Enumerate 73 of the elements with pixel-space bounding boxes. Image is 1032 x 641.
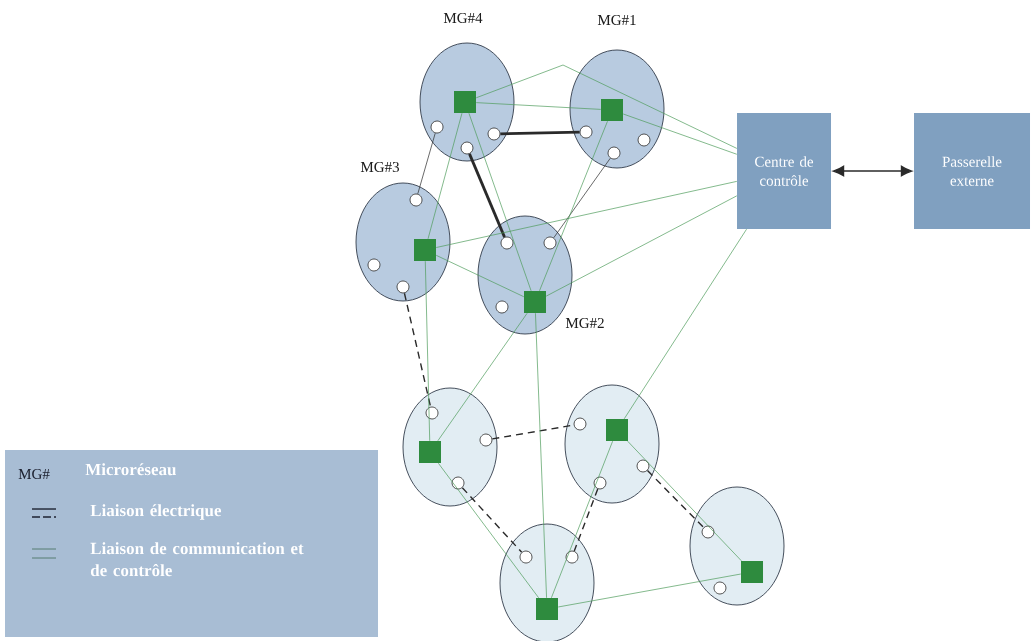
double-arrow [832,165,913,177]
legend-symbol: MG# [18,468,50,480]
connection-port [573,417,587,431]
connection-port [713,581,727,595]
connection-line [417,132,436,195]
microgrid-circle [355,182,451,302]
connection-port [565,550,579,564]
connection-port [593,476,607,490]
connection-line [622,113,738,155]
dashed-line [573,488,599,552]
connection-line [551,440,613,599]
connection-line [535,312,547,599]
connection-port [451,476,465,490]
connection-line [627,440,742,562]
connection-line [468,112,532,292]
connection-line [545,195,738,297]
dashed-line [646,469,705,529]
legend-text: Liaison électrique [90,504,222,520]
controller-square [606,419,628,441]
connection-port [701,525,715,539]
connection-line [468,153,506,238]
microgrid-circle [569,49,665,169]
connection-port [579,125,593,139]
microgrid-circle [402,387,498,507]
controller-square [536,598,558,620]
labeled-box: Passerelle externe [914,113,1030,229]
connection-line [435,254,525,298]
microgrid-circle [689,486,785,606]
connection-port [636,459,650,473]
legend-text: Microréseau [85,463,177,476]
connection-port [637,133,651,147]
controller-square [419,441,441,463]
connection-port [460,141,474,155]
connection-line [475,64,738,149]
controller-square [741,561,763,583]
connection-line [557,573,742,608]
connection-line [435,181,738,248]
dashed-line [461,487,523,553]
microgrid-label: MG#2 [565,317,604,329]
microgrid-label: MG#4 [443,12,483,24]
connection-port [430,120,444,134]
connection-line [553,157,611,239]
connection-line [623,228,747,420]
connection-port [425,406,439,420]
dashed-line [403,292,432,408]
connection-line [424,260,431,442]
controller-square [601,99,623,121]
microgrid-label: MG#1 [597,14,636,26]
connection-port [519,550,533,564]
connection-port [479,433,493,447]
microgrid-circle [499,523,595,641]
connection-port [409,193,423,207]
connection-line [437,312,528,442]
connection-port [396,280,410,294]
microgrid-circle [419,42,515,162]
controller-square [454,91,476,113]
connection-line [475,102,602,110]
labeled-box: Centre de contrôle [737,113,831,229]
controller-square [414,239,436,261]
connection-line [427,112,463,240]
connection-port [607,146,621,160]
connection-port [543,236,557,250]
connection-line [438,462,539,599]
legend-text: Liaison de communication et de contrôle [90,542,304,577]
connection-port [500,236,514,250]
connection-line [539,120,608,292]
microgrid-label: MG#3 [360,161,399,173]
microgrid-circle [564,384,660,504]
connection-port [495,300,509,314]
connection-port [367,258,381,272]
controller-square [524,291,546,313]
connection-line [500,130,580,136]
connection-port [487,127,501,141]
